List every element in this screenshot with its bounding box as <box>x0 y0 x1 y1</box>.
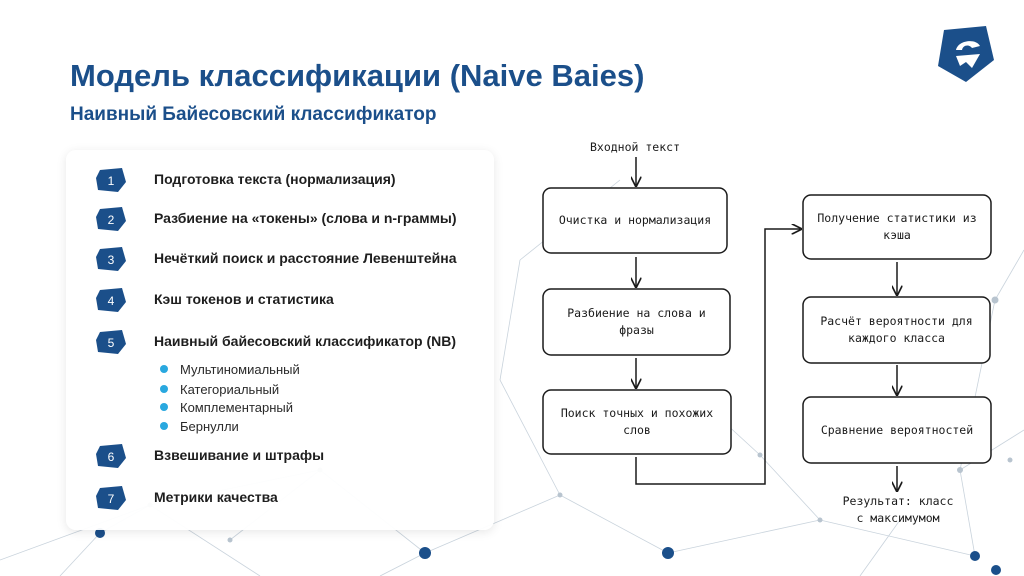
step-item: 1 Подготовка текста (нормализация) <box>96 168 396 192</box>
flow-node-box <box>802 194 992 260</box>
flow-node-box <box>542 288 731 356</box>
page-subtitle: Наивный Байесовский классификатор <box>70 104 437 125</box>
step-item: 7 Метрики качества <box>96 486 278 510</box>
svg-text:1: 1 <box>108 174 115 188</box>
svg-text:7: 7 <box>108 492 115 506</box>
page-title: Модель классификации (Naive Baies) <box>70 58 645 93</box>
flow-node-label: Очистка и нормализация <box>558 213 712 227</box>
flow-node-label: Поиск точных и похожих слов <box>560 406 714 437</box>
flow-input-label: Входной текст <box>589 139 680 154</box>
flow-node-label: Сравнение вероятностей <box>820 422 974 437</box>
step-item: 5 Наивный байесовский классификатор (NB) <box>96 330 456 354</box>
hexagon-badge-icon: 6 <box>96 444 126 468</box>
flow-node-label: Получение статистики из кэша <box>817 211 977 242</box>
step-label: Кэш токенов и статистика <box>154 291 334 307</box>
hexagon-badge-icon: 7 <box>96 486 126 510</box>
step-label: Разбиение на «токены» (слова и n-граммы) <box>154 210 457 226</box>
svg-text:3: 3 <box>108 253 115 267</box>
flow-node-box <box>802 396 992 464</box>
flow-node-box <box>802 296 991 364</box>
flow-node-label: Разбиение на слова и фразы <box>567 306 706 337</box>
step-item: 2 Разбиение на «токены» (слова и n-грамм… <box>96 207 457 231</box>
svg-text:4: 4 <box>108 294 115 308</box>
step-item: 6 Взвешивание и штрафы <box>96 444 324 468</box>
step-item: 4 Кэш токенов и статистика <box>96 288 334 312</box>
flow-arrow <box>635 229 800 485</box>
brand-logo-icon <box>938 26 994 82</box>
hexagon-badge-icon: 4 <box>96 288 126 312</box>
svg-text:5: 5 <box>108 336 115 350</box>
svg-text:6: 6 <box>108 450 115 464</box>
flow-node-box <box>542 389 732 455</box>
flow-node-label: Расчёт вероятности для каждого класса <box>820 314 973 345</box>
step-label: Метрики качества <box>154 489 278 505</box>
flow-node-box <box>542 187 728 254</box>
step-label: Взвешивание и штрафы <box>154 447 325 463</box>
step-label: Наивный байесовский классификатор (NB) <box>154 333 457 349</box>
hexagon-badge-icon: 1 <box>96 168 126 192</box>
step-label: Нечёткий поиск и расстояние Левенштейна <box>154 250 457 266</box>
hexagon-badge-icon: 3 <box>96 247 126 271</box>
hexagon-badge-icon: 5 <box>96 330 126 354</box>
flow-result-label: Результат: класс с максимумом <box>842 494 954 525</box>
step-label: Подготовка текста (нормализация) <box>154 171 396 187</box>
step-item: 3 Нечёткий поиск и расстояние Левенштейн… <box>96 247 457 271</box>
hexagon-badge-icon: 2 <box>96 207 126 231</box>
svg-text:2: 2 <box>108 213 115 227</box>
steps-panel <box>66 150 494 530</box>
